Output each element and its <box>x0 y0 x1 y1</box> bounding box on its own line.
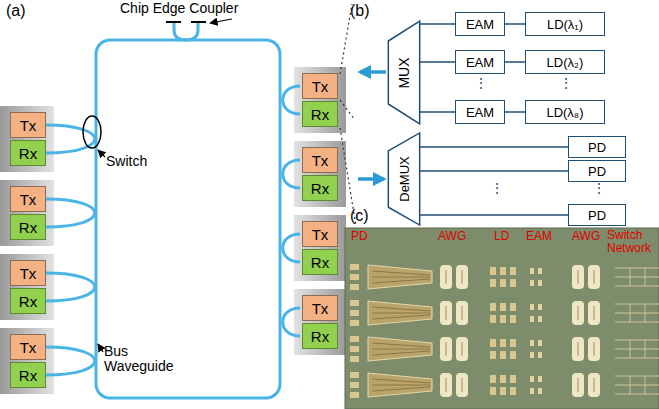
waveguide-connector <box>420 111 455 113</box>
figure-label: EAM <box>526 230 552 243</box>
transmitter-box: Tx <box>10 186 46 212</box>
node-text: Rx <box>19 293 37 310</box>
component-box: LD(λ₂) <box>525 50 605 74</box>
node-text: Rx <box>311 106 329 123</box>
figure-label: Switch <box>106 154 147 169</box>
node-text: MUX <box>396 57 412 88</box>
figure-label: ⋮ <box>592 181 606 196</box>
node-text: EAM <box>466 105 494 120</box>
figure-label: Chip Edge Coupler <box>120 1 238 16</box>
mux-trapezoid: MUX <box>388 20 420 125</box>
waveguide-connector <box>505 61 525 63</box>
component-box: LD(λ₁) <box>525 12 605 36</box>
receiver-box: Rx <box>302 101 338 127</box>
node-text: Tx <box>20 339 37 356</box>
node-text: EAM <box>466 17 494 32</box>
waveguide-connector <box>420 61 455 63</box>
waveguide-connector <box>505 111 525 113</box>
receiver-box: Rx <box>10 214 46 240</box>
node-text: LD(λ₈) <box>546 105 583 120</box>
transmitter-box: Tx <box>10 260 46 286</box>
component-box: EAM <box>455 50 505 74</box>
node-text: Rx <box>311 254 329 271</box>
component-box: PD <box>568 136 626 158</box>
node-text: Tx <box>20 117 37 134</box>
figure-label: ⋮ <box>559 76 573 91</box>
waveguide-connector <box>420 23 455 25</box>
receiver-box: Rx <box>302 323 338 349</box>
waveguide-connector <box>420 170 568 172</box>
figure-label: Switch Network <box>607 229 659 255</box>
node-text: Rx <box>311 180 329 197</box>
node-text: PD <box>588 140 606 155</box>
node-text: DeMUX <box>397 156 412 202</box>
receiver-box: Rx <box>10 288 46 314</box>
receiver-box: Rx <box>302 249 338 275</box>
node-text: Rx <box>19 145 37 162</box>
node-text: Tx <box>20 191 37 208</box>
component-box: PD <box>568 204 626 226</box>
transmitter-box: Tx <box>302 295 338 321</box>
figure-label: PD <box>351 230 368 243</box>
component-box: EAM <box>455 12 505 36</box>
component-box: EAM <box>455 100 505 124</box>
figure-label: (b) <box>350 2 370 20</box>
figure-label: AWG <box>572 230 600 243</box>
receiver-box: Rx <box>302 175 338 201</box>
waveguide-connector <box>505 23 525 25</box>
transmitter-box: Tx <box>302 73 338 99</box>
node-text: PD <box>588 164 606 179</box>
node-text: EAM <box>466 55 494 70</box>
node-text: Tx <box>312 78 329 95</box>
mux-trapezoid: DeMUX <box>388 132 420 226</box>
transmitter-box: Tx <box>10 112 46 138</box>
figure-label: ⋮ <box>474 76 488 91</box>
component-box: LD(λ₈) <box>525 100 605 124</box>
receiver-box: Rx <box>10 362 46 388</box>
node-text: PD <box>588 208 606 223</box>
figure-label: Bus Waveguide <box>104 344 184 375</box>
figure-label: AWG <box>438 230 466 243</box>
waveguide-connector <box>420 146 568 148</box>
node-text: LD(λ₁) <box>547 17 583 32</box>
component-box: PD <box>568 160 626 182</box>
node-text: Rx <box>19 367 37 384</box>
transmitter-box: Tx <box>10 334 46 360</box>
node-text: Rx <box>19 219 37 236</box>
figure-label: (a) <box>6 2 26 20</box>
figure-label: ⋮ <box>490 181 504 196</box>
transmitter-box: Tx <box>302 147 338 173</box>
figure-label: LD <box>494 230 509 243</box>
receiver-box: Rx <box>10 140 46 166</box>
node-text: Tx <box>312 300 329 317</box>
figure-label: (c) <box>350 207 369 225</box>
node-text: Rx <box>311 328 329 345</box>
node-text: Tx <box>312 152 329 169</box>
node-text: Tx <box>20 265 37 282</box>
transmitter-box: Tx <box>302 221 338 247</box>
node-text: Tx <box>312 226 329 243</box>
node-text: LD(λ₂) <box>547 55 584 70</box>
waveguide-connector <box>420 214 568 216</box>
